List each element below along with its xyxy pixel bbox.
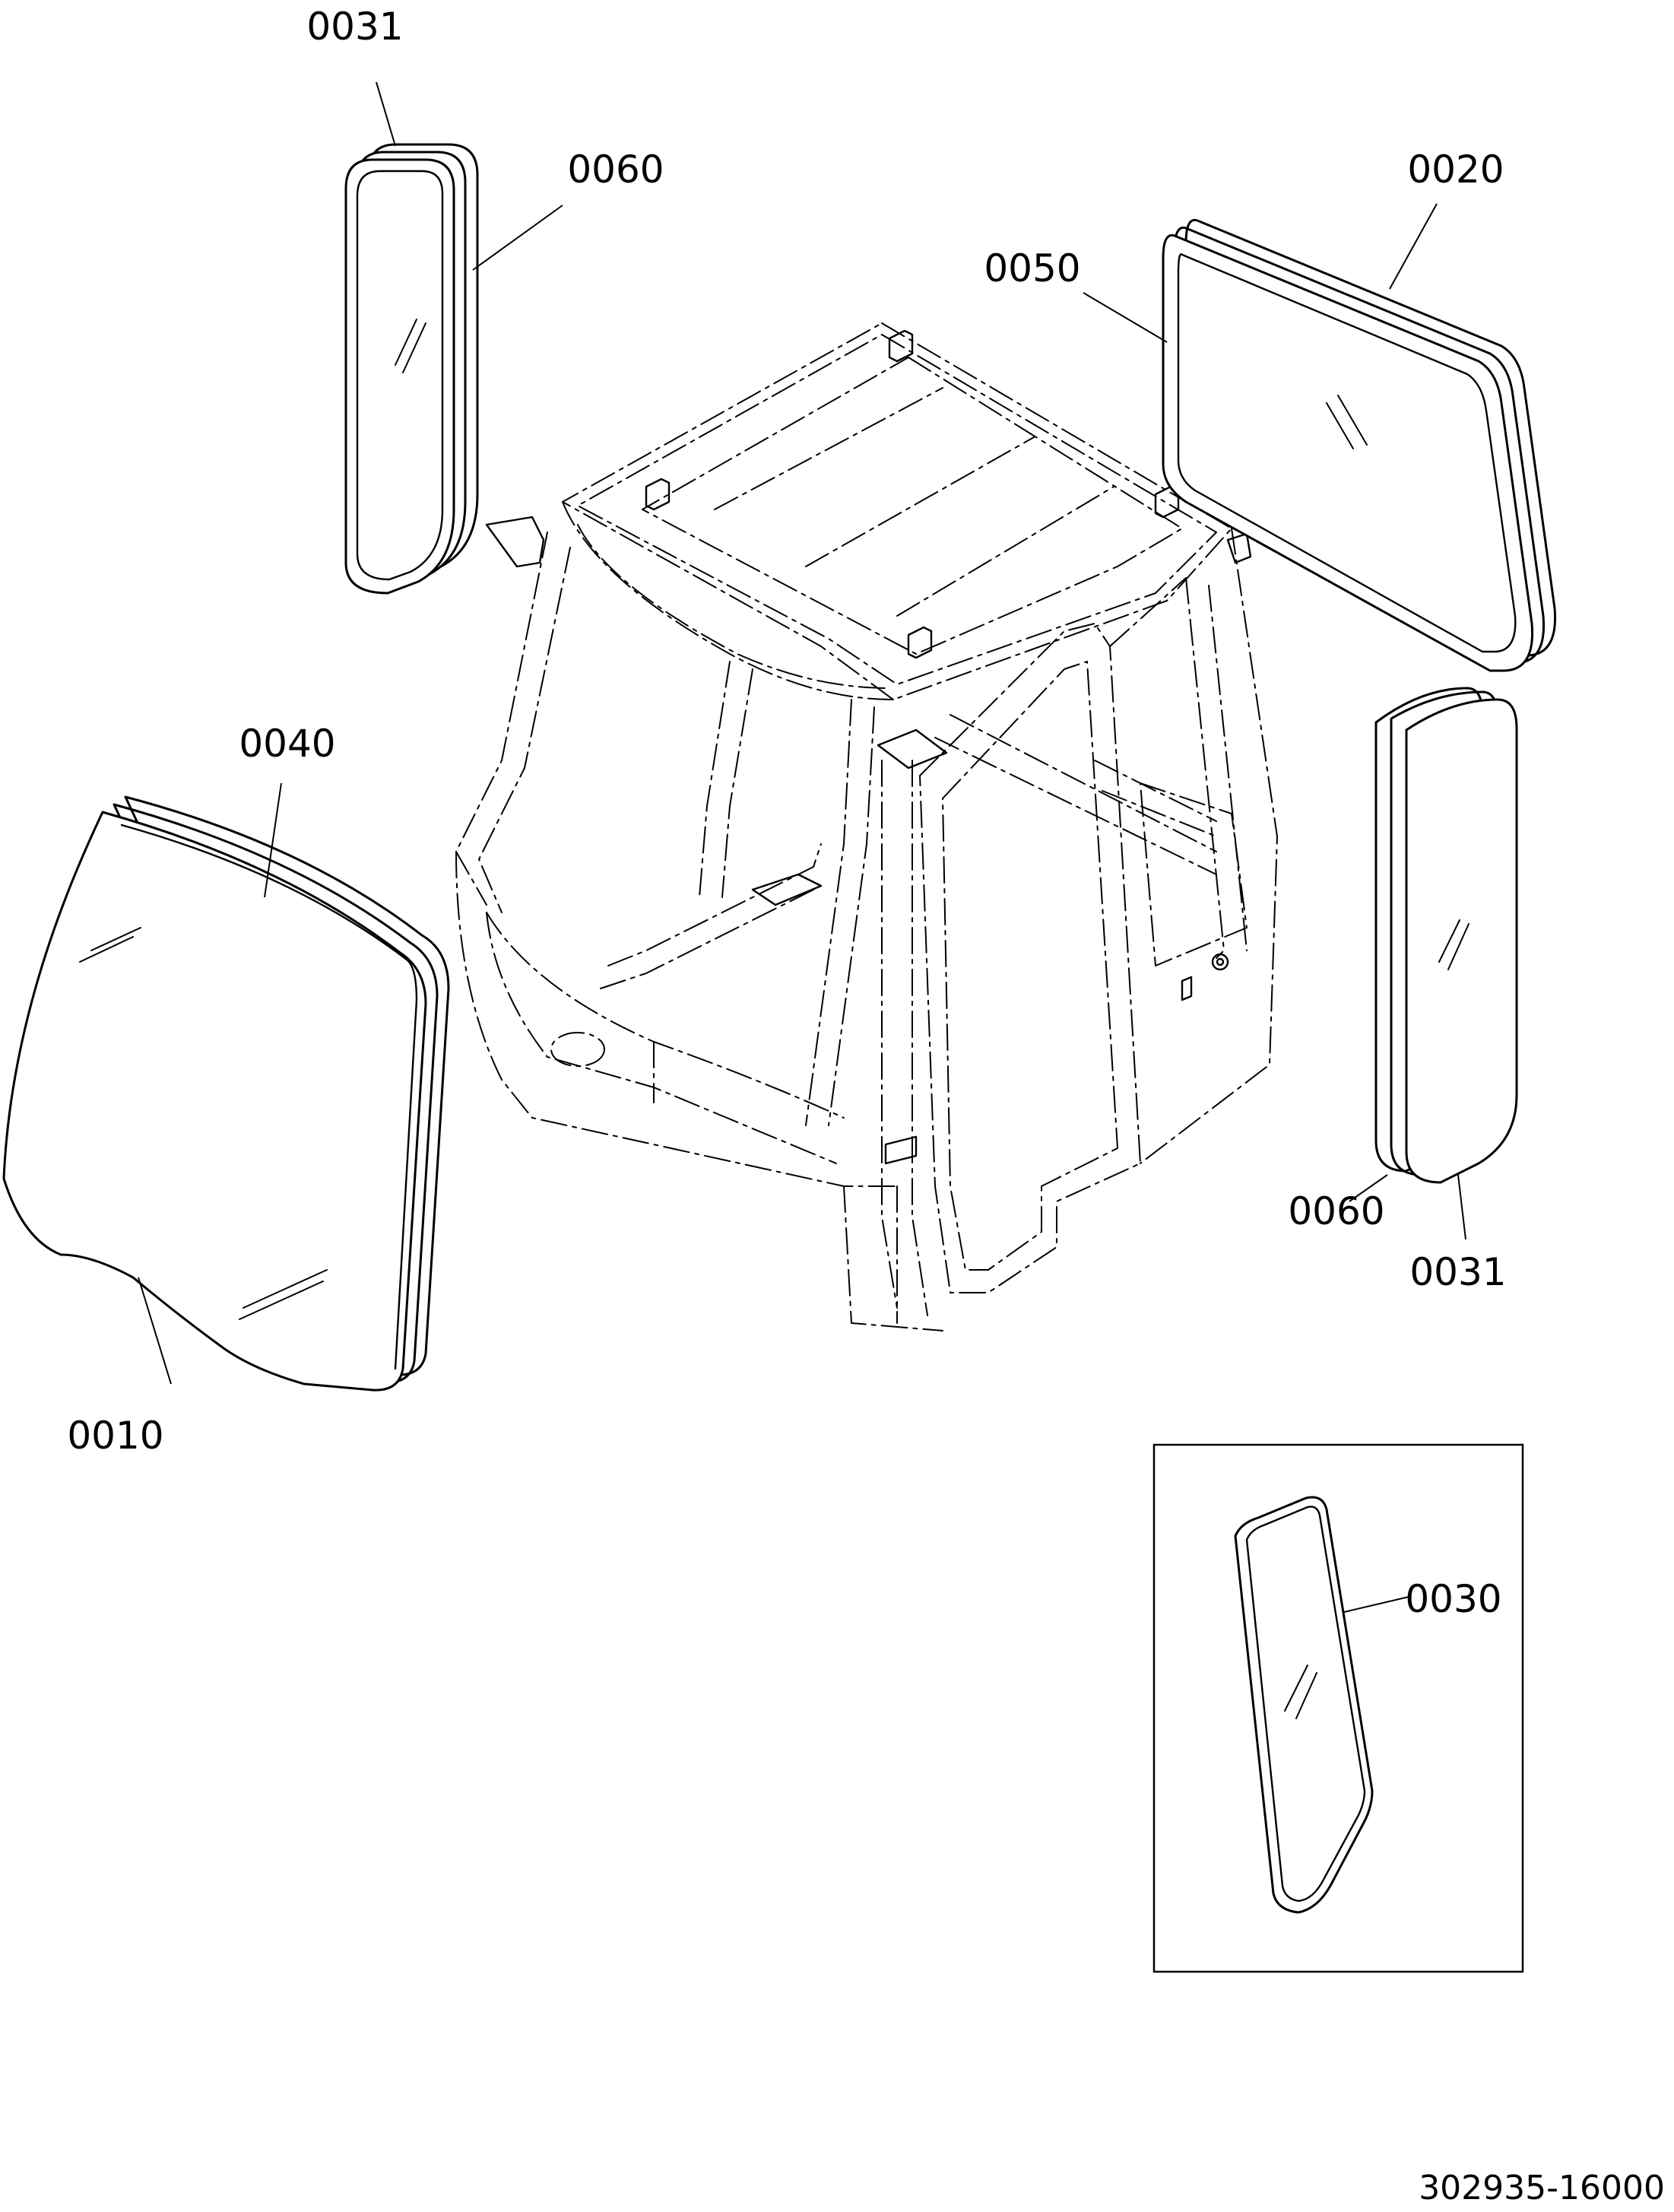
- drawing-code: 302935-16000: [1419, 2169, 1665, 2207]
- detail-window: [1234, 1496, 1374, 1914]
- side-window-left-assembly: [344, 143, 479, 595]
- label-0060-right: 0060: [1288, 1189, 1384, 1233]
- label-0050: 0050: [984, 246, 1080, 290]
- label-0031-right: 0031: [1409, 1250, 1506, 1294]
- label-0040: 0040: [239, 722, 335, 766]
- cab-frame: [455, 322, 1278, 1331]
- leader-lines: [138, 81, 1466, 1613]
- front-windshield-assembly: [2, 795, 450, 1392]
- rear-window-assembly: [1162, 218, 1557, 672]
- label-0020: 0020: [1407, 148, 1504, 192]
- label-0030: 0030: [1405, 1577, 1501, 1621]
- label-0010: 0010: [67, 1414, 163, 1458]
- side-window-right-assembly: [1374, 687, 1518, 1184]
- detail-box: [1152, 1443, 1524, 1973]
- label-0060-top: 0060: [567, 148, 664, 192]
- label-0031-top: 0031: [306, 5, 403, 49]
- part-labels: 0031 0060 0020 0050 0040 0010 0060 0031 …: [67, 5, 1506, 1621]
